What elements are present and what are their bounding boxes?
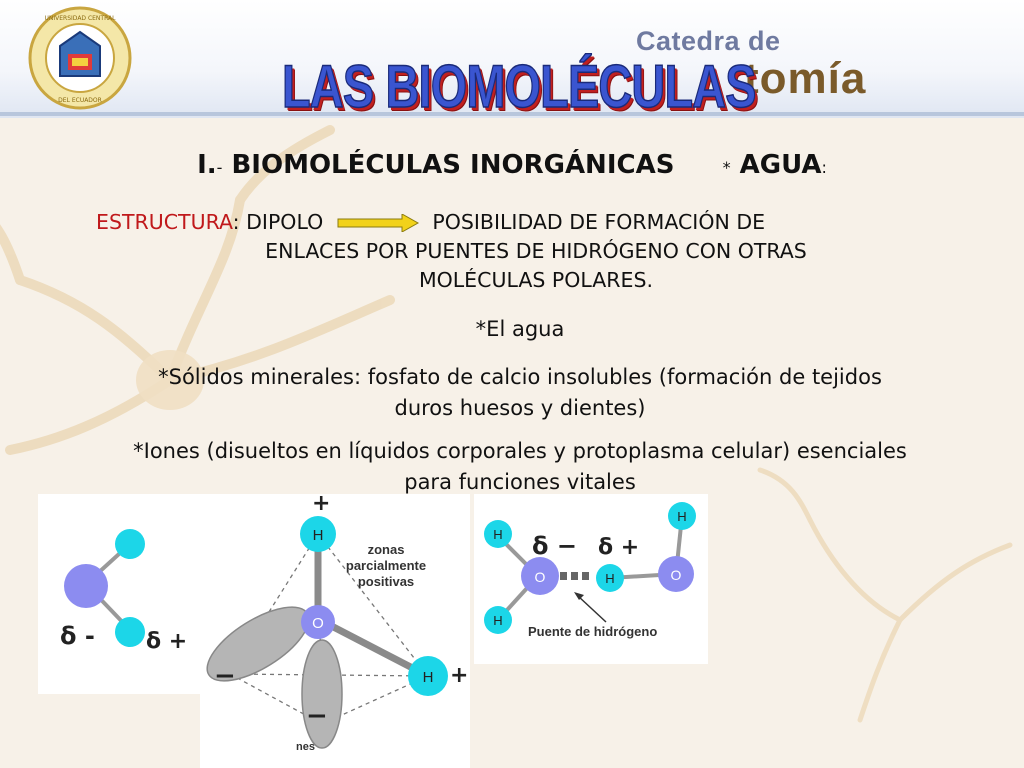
bullet-iones-line2: para funciones vitales — [404, 470, 636, 494]
bullet-solidos-line2: duros huesos y dientes) — [394, 396, 646, 420]
svg-text:nes: nes — [296, 741, 315, 753]
svg-text:δ +: δ + — [598, 535, 639, 560]
svg-text:H: H — [677, 509, 686, 524]
bullet-solidos: *Sólidos minerales: fosfato de calcio in… — [70, 362, 970, 424]
svg-text:O: O — [312, 615, 324, 632]
oxygen-atom — [301, 605, 335, 639]
svg-text:O: O — [535, 569, 546, 585]
svg-text:parcialmente: parcialmente — [346, 558, 426, 573]
bullet-solidos-line1: *Sólidos minerales: fosfato de calcio in… — [158, 365, 882, 389]
svg-text:+: + — [450, 663, 468, 688]
svg-text:H: H — [493, 527, 502, 542]
hydrogen-atom — [668, 502, 696, 530]
hydrogen-atom — [300, 516, 336, 552]
structure-line3: MOLÉCULAS POLARES. — [418, 268, 654, 292]
header-divider — [0, 112, 1024, 116]
catedra-label: Catedra de — [636, 26, 781, 56]
delta-plus-label: δ + — [146, 629, 187, 654]
svg-text:δ −: δ − — [532, 532, 577, 560]
svg-text:DEL ECUADOR: DEL ECUADOR — [58, 97, 102, 104]
svg-text:positivas: positivas — [358, 574, 414, 589]
university-seal-icon: UNIVERSIDAD CENTRAL DEL ECUADOR — [28, 6, 132, 110]
structure-label: ESTRUCTURA — [96, 210, 233, 234]
hydrogen-atom — [115, 617, 145, 647]
bullet-agua: *El agua — [475, 317, 565, 341]
section-star: * — [722, 158, 731, 177]
svg-text:O: O — [671, 567, 682, 583]
svg-text:H: H — [493, 613, 502, 628]
oxygen-atom — [64, 564, 108, 608]
hydrogen-atom — [596, 564, 624, 592]
svg-text:H: H — [423, 669, 434, 686]
svg-text:Puente de hidrógeno: Puente de hidrógeno — [528, 624, 657, 639]
structure-paragraph: ESTRUCTURA: DIPOLO POSIBILIDAD DE FORMAC… — [96, 208, 936, 295]
hydrogen-atom — [408, 656, 448, 696]
oxygen-atom — [521, 557, 559, 595]
svg-text:H: H — [313, 527, 324, 544]
section-dash: - — [216, 158, 223, 177]
section-agua: AGUA — [739, 150, 822, 180]
bullet-iones-line1: *Iones (disueltos en líquidos corporales… — [133, 439, 907, 463]
svg-text:H: H — [605, 571, 614, 586]
hydrogen-atom — [484, 606, 512, 634]
structure-line2: ENLACES POR PUENTES DE HIDRÓGENO CON OTR… — [265, 239, 807, 263]
tetrahedral-water-diagram: H O H + + − − zonas parcialmente positiv… — [200, 494, 470, 768]
hydrogen-atom — [115, 529, 145, 559]
svg-text:zonas: zonas — [368, 542, 405, 557]
lone-pair-lobe — [301, 639, 343, 749]
delta-minus-label: δ - — [60, 622, 95, 650]
section-number: I. — [197, 150, 217, 180]
oxygen-atom — [658, 556, 694, 592]
svg-text:+: + — [312, 494, 330, 516]
hydrogen-atom — [484, 520, 512, 548]
section-colon: : — [821, 158, 827, 177]
arrow-right-icon — [337, 214, 419, 232]
water-dipole-diagram: δ - δ + — [38, 494, 208, 694]
anatomia-label: tomía — [744, 54, 867, 103]
hydrogen-bond-diagram: H H O H O H δ − δ + Puente de hidrógeno — [474, 494, 708, 664]
svg-text:−: − — [214, 661, 236, 691]
dipolo-text: DIPOLO — [246, 210, 324, 234]
bullet-iones: *Iones (disueltos en líquidos corporales… — [70, 436, 970, 498]
svg-text:−: − — [306, 701, 328, 731]
structure-colon: : — [232, 210, 240, 234]
svg-text:UNIVERSIDAD CENTRAL: UNIVERSIDAD CENTRAL — [45, 15, 117, 22]
structure-line1: POSIBILIDAD DE FORMACIÓN DE — [432, 210, 766, 234]
header-band — [0, 0, 1024, 118]
section-heading: I.- BIOMOLÉCULAS INORGÁNICAS * AGUA: — [0, 150, 1024, 180]
section-title: BIOMOLÉCULAS INORGÁNICAS — [231, 150, 675, 180]
slide-title: LAS BIOMOLÉCULAS — [281, 52, 757, 121]
